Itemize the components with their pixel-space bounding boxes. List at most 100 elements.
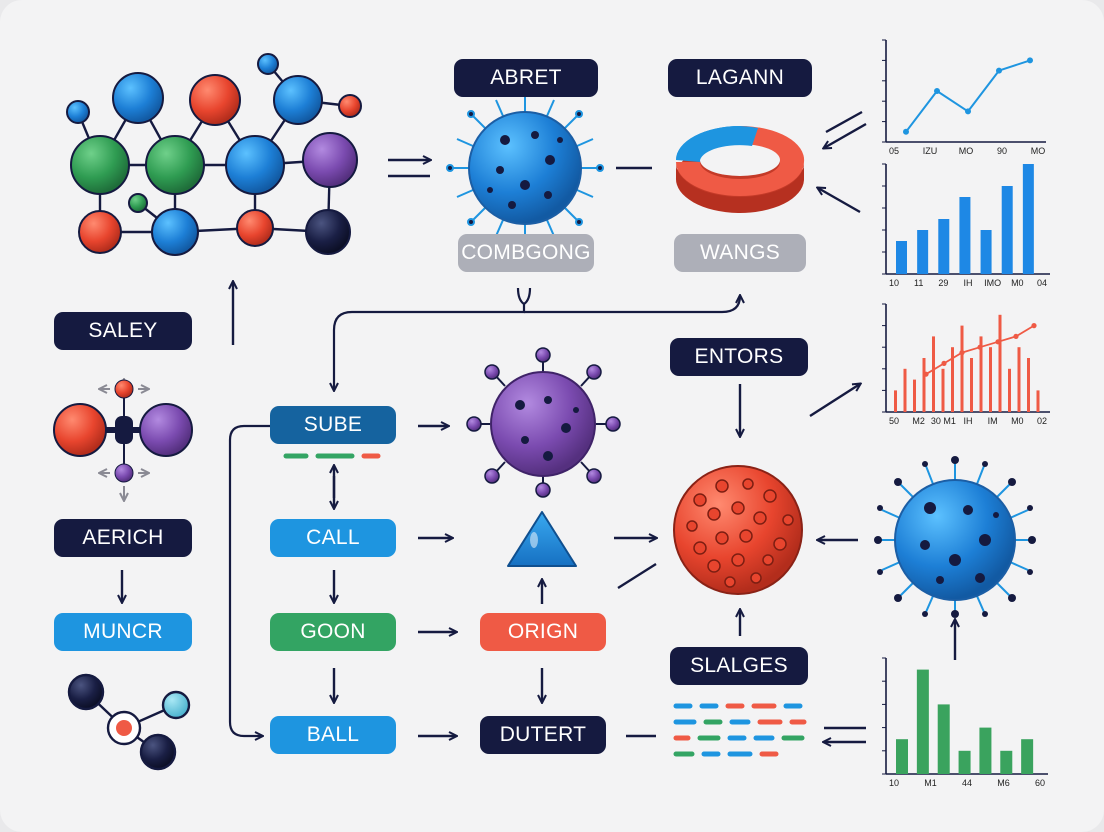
chart2-bar [913, 379, 916, 412]
chart2-tick-label: 30 M1 [931, 416, 956, 426]
donut-chart-icon [675, 125, 805, 213]
chart2-point [923, 371, 929, 377]
chart2-point [995, 339, 1001, 345]
molecule-network-atoms [66, 53, 362, 256]
chart0-tick-label: 90 [997, 146, 1007, 156]
label-orign: ORIGN [480, 613, 606, 651]
label-aerich: AERICH [54, 519, 192, 557]
data-rows-icon [673, 703, 807, 757]
label-slalges: SLALGES [670, 647, 808, 685]
chart1-tick-label: 04 [1037, 278, 1047, 288]
double-arrow-icon [388, 160, 430, 178]
chart0-point [1027, 57, 1033, 64]
chart2-bar [979, 336, 983, 412]
chart1-tick-label: M0 [1011, 278, 1024, 288]
chart3-bar [1000, 750, 1013, 774]
chart2-point [941, 360, 947, 366]
chart2-bar [941, 368, 945, 412]
chart1-tick-label: 10 [889, 278, 899, 288]
chart2-point [1031, 323, 1037, 329]
chart2-bar [894, 390, 897, 412]
chart1-bar [959, 197, 971, 274]
chart2-bar [1027, 358, 1030, 412]
chart0-point [934, 88, 940, 94]
chart1-bar [1001, 186, 1013, 274]
label-entors: ENTORS [670, 338, 808, 376]
label-dutert: DUTERT [480, 716, 606, 754]
label-muncr: MUNCR [54, 613, 192, 651]
dumbbell-molecule-icon [53, 380, 193, 500]
chart2-bar [960, 325, 964, 412]
chain-molecule-icon [67, 673, 191, 771]
chart2-bar [970, 358, 973, 412]
chart3-bar [916, 669, 929, 774]
label-sube: SUBE [270, 406, 396, 444]
chart2-point [1013, 333, 1019, 339]
column-arrows [334, 384, 955, 742]
chart2-bar [1036, 390, 1040, 412]
chart2-tick-label: 02 [1037, 416, 1047, 426]
chart0-tick-label: MO [1031, 146, 1046, 156]
chart0-point [996, 67, 1002, 74]
brace-connector [334, 287, 740, 390]
chart0-tick-label: IZU [923, 146, 938, 156]
red-cell-icon [673, 465, 803, 595]
chart2-tick-label: 50 [889, 416, 899, 426]
chart2-point [977, 344, 983, 350]
chart1-tick-label: IH [964, 278, 973, 288]
chart2-bar [932, 336, 935, 412]
chart1-bar [1022, 164, 1034, 274]
triangle-icon [507, 511, 577, 567]
label-abret: ABRET [454, 59, 598, 97]
chart3-tick-label: 10 [889, 778, 899, 788]
chart3-bar [958, 750, 971, 774]
chart2-bar [1017, 347, 1021, 412]
label-lagann: LAGANN [668, 59, 812, 97]
chart2-bar [1008, 368, 1011, 412]
chart3-tick-label: M6 [997, 778, 1010, 788]
chart2-bar [903, 368, 907, 412]
chart3-bar [1021, 739, 1034, 774]
chart2-bar [989, 347, 992, 412]
chart2-point [959, 350, 965, 356]
label-combgong: COMBGONG [458, 234, 594, 272]
chart3-tick-label: M1 [924, 778, 937, 788]
chart1-bar [938, 219, 950, 274]
chart2-bar [998, 314, 1002, 412]
label-saley: SALEY [54, 312, 192, 350]
chart3-bar [937, 704, 950, 774]
chart3-bar [896, 739, 908, 774]
chart-to-donut-arrows [818, 110, 867, 214]
label-goon: GOON [270, 613, 396, 651]
chart2-tick-label: IM [988, 416, 998, 426]
chart1-bar [980, 230, 992, 274]
blue-virus-icon [446, 89, 604, 247]
chart0-series-line [905, 59, 1031, 133]
purple-virus-icon [466, 347, 621, 498]
chart1-tick-label: IMO [984, 278, 1001, 288]
chart2-bar [951, 347, 954, 412]
chart2-bar [922, 358, 926, 412]
chart1-tick-label: 29 [938, 278, 948, 288]
chart3-tick-label: 44 [962, 778, 972, 788]
chart3-bar [979, 727, 992, 774]
chart0-tick-label: MO [959, 146, 974, 156]
chart1-bar [896, 241, 907, 274]
chart3-tick-label: 60 [1035, 778, 1045, 788]
chart1-bar [917, 230, 929, 274]
chart0-tick-label: 05 [889, 146, 899, 156]
label-call: CALL [270, 519, 396, 557]
chart2-tick-label: IH [964, 416, 973, 426]
chart2-tick-label: M0 [1011, 416, 1024, 426]
label-ball: BALL [270, 716, 396, 754]
chart0-point [903, 128, 909, 135]
large-blue-virus-icon [874, 456, 1036, 618]
chart2-tick-label: M2 [912, 416, 925, 426]
left-bracket-connector [228, 424, 270, 736]
label-wangs: WANGS [674, 234, 806, 272]
chart1-tick-label: 11 [914, 278, 923, 288]
chart0-point [965, 108, 971, 115]
